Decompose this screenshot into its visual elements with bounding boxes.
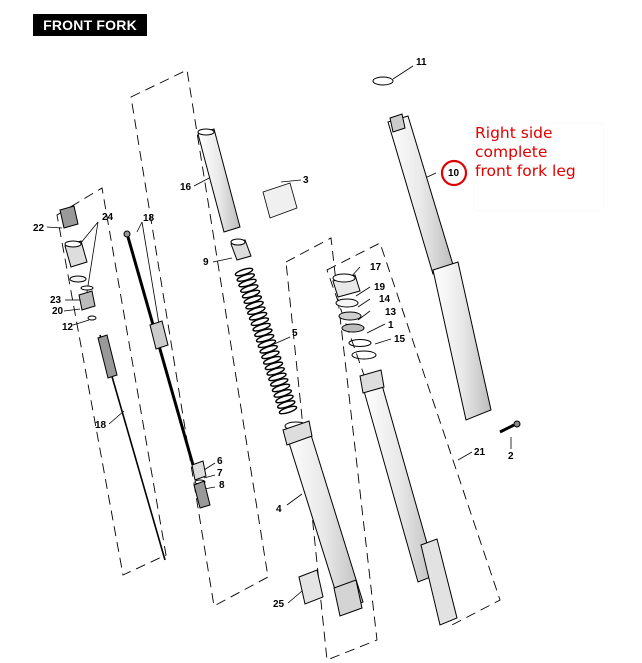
label-7: 7 <box>217 468 223 479</box>
part-11-o-ring <box>372 76 394 86</box>
part-13-seal <box>341 323 365 333</box>
label-5: 5 <box>292 328 298 339</box>
label-10: 10 <box>448 168 460 179</box>
part-14-seal <box>338 311 362 321</box>
part-3-label <box>262 182 298 219</box>
label-22: 22 <box>33 223 45 234</box>
label-4: 4 <box>276 504 282 515</box>
diagram-title: FRONT FORK <box>33 14 147 36</box>
part-2-bolt <box>499 420 521 434</box>
leader-lines <box>46 65 512 604</box>
group-outline-damper <box>130 69 269 607</box>
part-25-boot <box>298 569 324 605</box>
label-19: 19 <box>374 282 386 293</box>
label-13: 13 <box>385 307 397 318</box>
label-21: 21 <box>474 447 486 458</box>
label-17: 17 <box>370 262 382 273</box>
callout-note: Right side complete front fork leg <box>475 124 603 210</box>
callout-line-1: Right side <box>475 124 553 142</box>
part-1-clip <box>348 339 372 347</box>
label-24: 24 <box>102 212 114 223</box>
label-18-upper: 18 <box>143 213 155 224</box>
label-25: 25 <box>273 599 285 610</box>
part-19-washer <box>335 298 359 308</box>
part-15-ring <box>351 350 377 360</box>
part-16-damper-tube <box>197 128 241 233</box>
label-9: 9 <box>203 257 209 268</box>
label-18-lower: 18 <box>95 420 107 431</box>
part-23-washer <box>80 285 94 291</box>
label-11: 11 <box>416 57 427 68</box>
label-6: 6 <box>217 456 223 467</box>
spring-coil <box>278 405 298 415</box>
label-23: 23 <box>50 295 62 306</box>
part-10-highlight-circle <box>440 159 468 187</box>
upper-stack-parts <box>332 273 377 360</box>
label-20: 20 <box>52 306 64 317</box>
part-12-clip <box>87 315 97 321</box>
part-18-cartridge-rod <box>123 230 195 466</box>
label-2: 2 <box>508 451 514 462</box>
parts-6-7-8-valve <box>191 460 211 509</box>
group-outline-slider <box>285 237 378 661</box>
callout-line-3: front fork leg <box>475 162 576 180</box>
part-21-right-slider <box>359 369 458 626</box>
part-number-labels: 11 16 3 9 17 19 14 13 1 15 5 6 7 8 4 25 … <box>33 57 514 610</box>
part-9-bushing <box>230 238 252 261</box>
group-outline-cartridge <box>56 187 167 576</box>
part-20-nut <box>78 290 96 311</box>
part-10-right-leg <box>387 113 492 421</box>
callout-line-2: complete <box>475 143 548 161</box>
part-4-slider <box>282 420 364 617</box>
label-15: 15 <box>394 334 406 345</box>
label-16: 16 <box>180 182 192 193</box>
label-8: 8 <box>219 480 225 491</box>
label-14: 14 <box>379 294 391 305</box>
label-1: 1 <box>388 320 394 331</box>
top-cap-parts <box>59 205 97 321</box>
part-5-spring <box>234 267 298 415</box>
part-22-cap-nut <box>59 205 79 229</box>
part-18-pushrod <box>97 334 166 561</box>
label-3: 3 <box>303 175 309 186</box>
label-12: 12 <box>62 322 74 333</box>
